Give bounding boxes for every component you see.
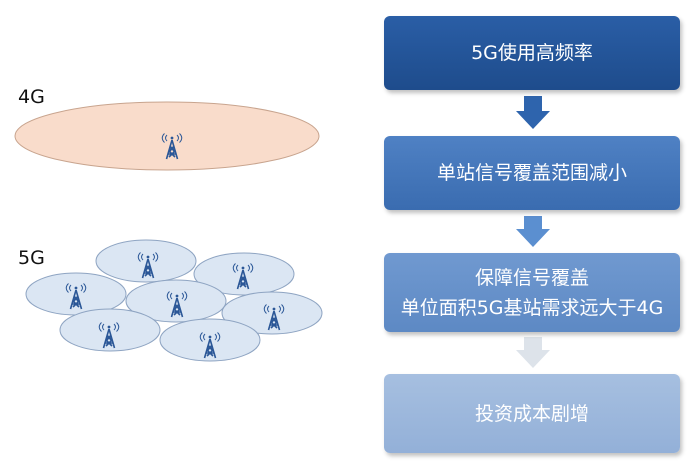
cell-5g-ellipse — [95, 239, 197, 283]
cell-5g-ellipse — [221, 291, 323, 335]
flow-step-3-line-1: 保障信号覆盖 — [474, 266, 589, 289]
flow-step-4-text: 投资成本剧增 — [474, 402, 589, 425]
label-5g: 5G — [18, 247, 45, 269]
flow-step-1: 5G使用高频率 — [384, 16, 680, 90]
flow-step-4: 投资成本剧增 — [384, 374, 680, 453]
cell-4g-ellipse — [14, 101, 320, 171]
flow-step-3-line-2: 单位面积5G基站需求远大于4G — [400, 296, 664, 319]
arrow-down-icon-2 — [516, 216, 550, 247]
arrow-down-icon-1 — [516, 96, 550, 129]
label-4g: 4G — [18, 86, 45, 108]
flow-step-2-text: 单站信号覆盖范围减小 — [436, 162, 627, 184]
cells-5g — [25, 239, 323, 362]
flow-step-3: 保障信号覆盖 单位面积5G基站需求远大于4G — [384, 253, 680, 332]
arrow-down-icon-3 — [516, 337, 550, 368]
flow-step-2: 单站信号覆盖范围减小 — [384, 136, 680, 210]
flow-step-1-text: 5G使用高频率 — [471, 42, 593, 64]
